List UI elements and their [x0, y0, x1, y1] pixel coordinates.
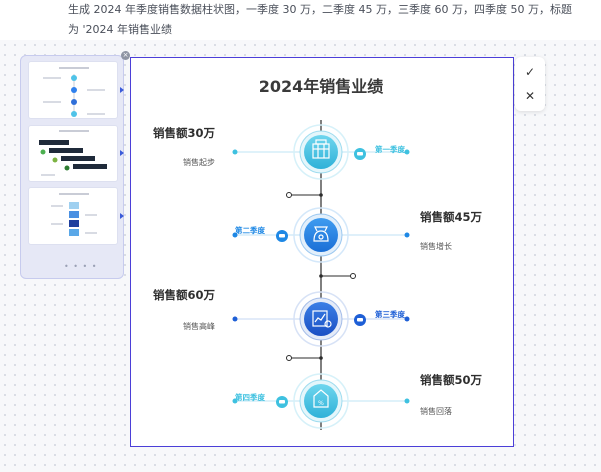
quarter-2-node [232, 207, 410, 263]
quarter-2-note: 销售增长 [420, 241, 452, 251]
prompt-line-1: 生成 2024 年季度销售数据柱状图，一季度 30 万，二季度 45 万，三季度… [68, 3, 572, 16]
quarter-3-label: 第三季度 [375, 309, 405, 319]
canvas-toolbar: ✓ ✕ [515, 57, 545, 111]
timeline-infographic: 2024年销售业绩 [153, 77, 483, 430]
quarter-4-label: 第四季度 [235, 392, 265, 402]
slide-title: 2024年销售业绩 [259, 77, 384, 96]
building-icon [312, 139, 330, 159]
quarter-1-amount: 销售额30万 [153, 126, 216, 140]
chart-icon [312, 310, 332, 328]
connector-dot [286, 355, 292, 361]
quarter-3-amount: 销售额60万 [153, 288, 216, 302]
discount-tag-icon: % [313, 389, 329, 408]
prompt-text: 生成 2024 年季度销售数据柱状图，一季度 30 万，二季度 45 万，三季度… [0, 0, 601, 40]
quarter-2-amount: 销售额45万 [420, 210, 483, 224]
svg-text:%: % [318, 400, 324, 407]
quarter-1-node [232, 124, 410, 180]
quarter-4-note: 销售回落 [420, 406, 452, 416]
connector-dot [350, 273, 356, 279]
quarter-1-label: 第一季度 [375, 144, 405, 154]
close-icon[interactable]: × [121, 51, 130, 60]
thumbnail-pager: • • • • [64, 262, 98, 271]
thumbnail-1-indicator [120, 87, 124, 93]
thumbnail-2[interactable] [28, 125, 118, 182]
quarter-4-amount: 销售额50万 [420, 373, 483, 387]
quarter-2-label: 第二季度 [235, 225, 265, 235]
thumbnail-1[interactable] [28, 61, 118, 119]
thumbnail-2-indicator [120, 150, 124, 156]
thumbnail-3-indicator [120, 213, 124, 219]
quarter-3-note: 销售高峰 [183, 321, 215, 331]
quarter-3-node [232, 291, 410, 347]
thumbnail-3[interactable] [28, 187, 118, 245]
connector-dot [286, 192, 292, 198]
prompt-line-2: 为 '2024 年销售业绩 [68, 23, 173, 36]
check-icon[interactable]: ✓ [524, 65, 536, 79]
quarter-1-note: 销售起步 [183, 157, 215, 167]
money-bag-icon [313, 226, 329, 242]
slide-canvas[interactable]: 2024年销售业绩 [130, 57, 514, 447]
quarter-4-node: % [232, 373, 410, 429]
close-icon[interactable]: ✕ [524, 89, 536, 103]
